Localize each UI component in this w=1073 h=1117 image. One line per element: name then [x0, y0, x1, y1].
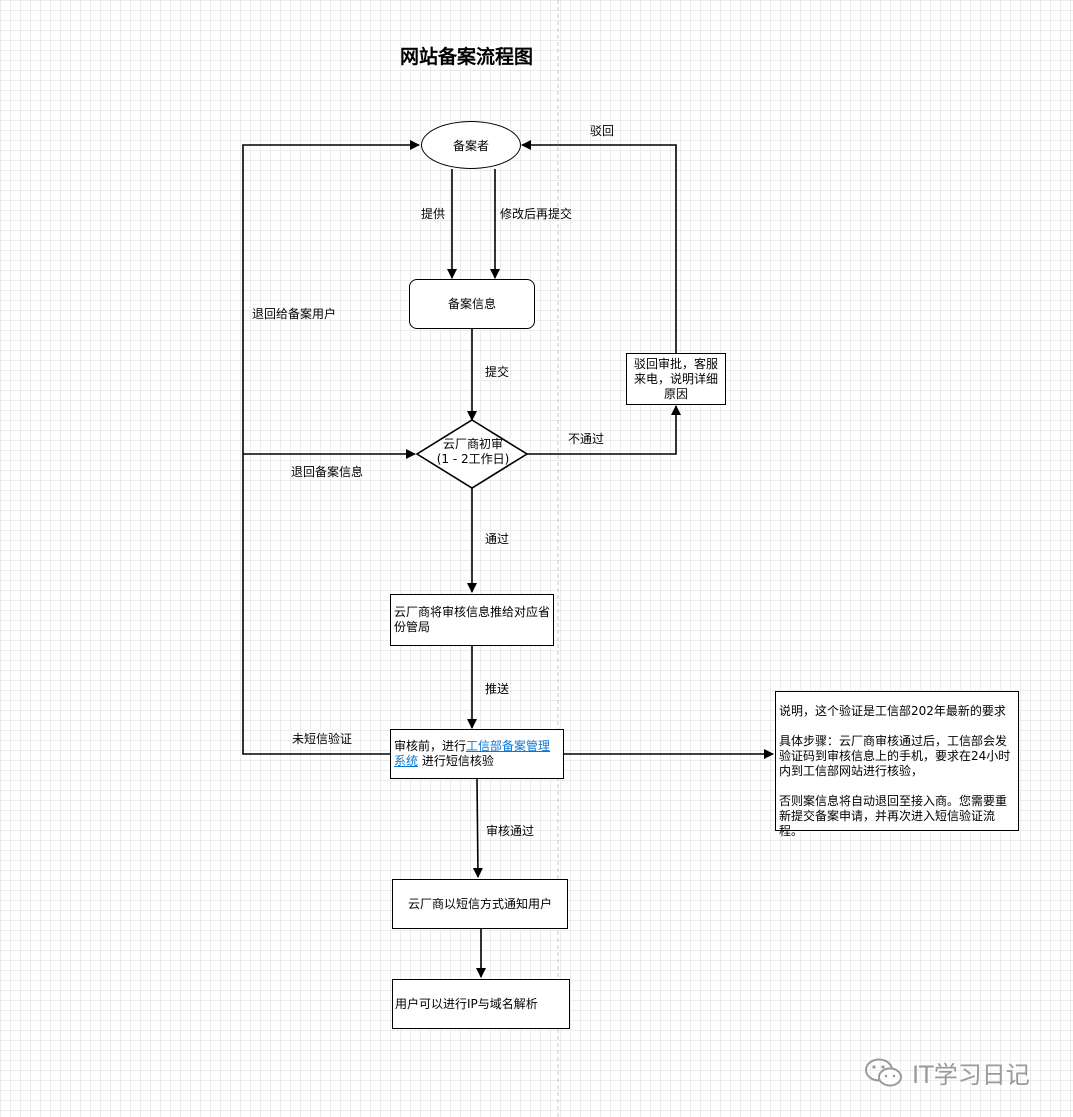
label-return-to-user: 退回给备案用户: [252, 307, 337, 321]
note-paragraph-2: 具体步骤：云厂商审核通过后，工信部会发验证码到审核信息上的手机，要求在24小时内…: [779, 734, 1011, 778]
node-preliminary-review: 云厂商初审 (1 - 2工作日): [420, 437, 526, 467]
preliminary-line2: (1 - 2工作日): [436, 452, 510, 466]
note-paragraph-1: 说明，这个验证是工信部202年最新的要求: [779, 704, 1006, 718]
node-push-box: 云厂商将审核信息推给对应省份管局: [390, 594, 554, 646]
preliminary-line1: 云厂商初审: [442, 437, 503, 451]
label-push: 推送: [485, 682, 510, 696]
label-resubmit: 修改后再提交: [500, 207, 573, 221]
node-reject-box: 驳回审批，客服来电，说明详细原因: [626, 353, 726, 405]
miit-system-link[interactable]: 工信部备案管理系统: [394, 739, 551, 768]
node-final-box: 用户可以进行IP与域名解析: [392, 979, 570, 1029]
node-filing-info: 备案信息: [409, 279, 535, 329]
node-sms-label: 审核前，进行工信部备案管理系统 进行短信核验: [394, 739, 560, 769]
watermark-text: IT学习日记: [912, 1061, 1030, 1089]
label-review-pass: 审核通过: [486, 824, 535, 838]
note-box: 说明，这个验证是工信部202年最新的要求 具体步骤：云厂商审核通过后，工信部会发…: [775, 691, 1019, 838]
edge-not-pass: [527, 405, 681, 455]
node-notify-label: 云厂商以短信方式通知用户: [407, 896, 552, 911]
node-filer: 备案者: [421, 121, 521, 169]
node-notify-box: 云厂商以短信方式通知用户: [392, 879, 568, 929]
label-pass: 通过: [485, 532, 510, 546]
node-push-label: 云厂商将审核信息推给对应省份管局: [394, 605, 551, 634]
watermark: IT学习日记: [864, 1055, 1030, 1090]
node-reject-label: 驳回审批，客服来电，说明详细原因: [633, 356, 718, 401]
sms-suffix: 进行短信核验: [418, 754, 494, 768]
node-filing-info-label: 备案信息: [447, 296, 496, 311]
label-reject: 驳回: [590, 124, 615, 138]
diagram-title: 网站备案流程图: [400, 46, 534, 68]
wechat-icon: [865, 1058, 902, 1086]
edge-return-to-user: [242, 140, 420, 755]
sms-prefix: 审核前，进行: [394, 739, 467, 753]
decision-diamond: [415, 419, 529, 489]
label-not-pass: 不通过: [568, 432, 605, 446]
edge-review-pass: [472, 778, 483, 878]
label-provide: 提供: [421, 207, 446, 221]
note-paragraph-3: 否则案信息将自动退回至接入商。您需要重新提交备案申请，并再次进入短信验证流程。: [779, 794, 1008, 838]
node-sms-box: 审核前，进行工信部备案管理系统 进行短信核验: [390, 729, 564, 779]
label-no-sms: 未短信验证: [292, 732, 353, 746]
edge-reject: [521, 140, 677, 353]
node-final-label: 用户可以进行IP与域名解析: [395, 996, 538, 1011]
label-return-info: 退回备案信息: [291, 465, 364, 479]
label-submit: 提交: [485, 365, 510, 379]
